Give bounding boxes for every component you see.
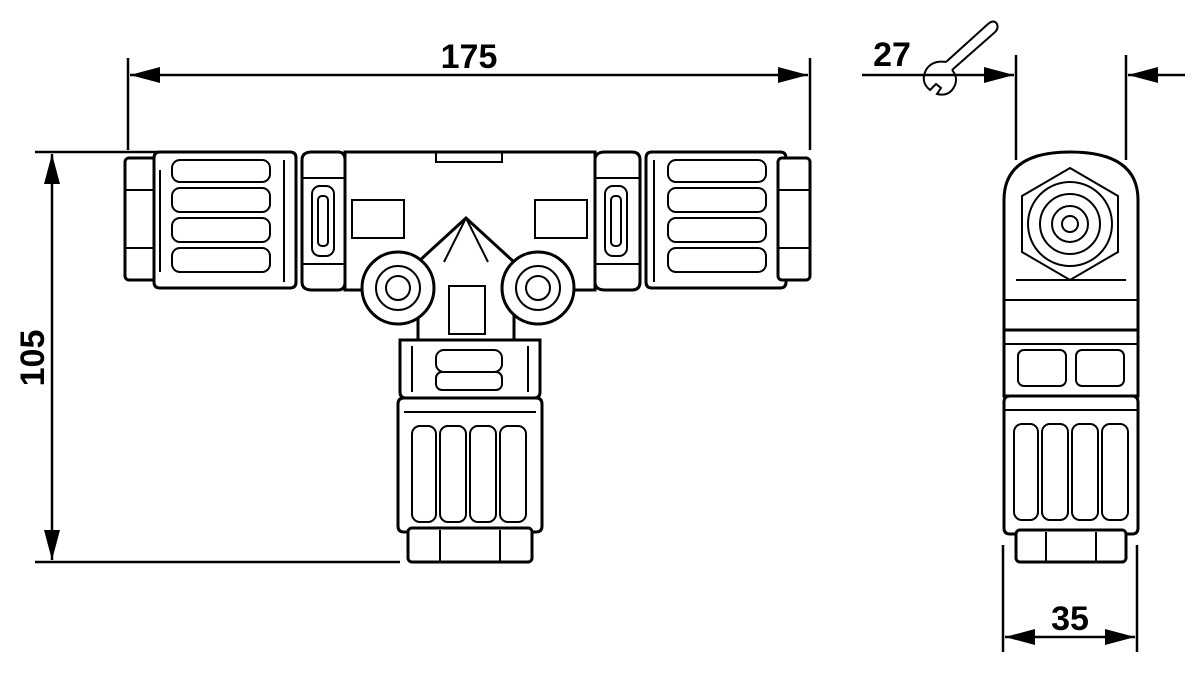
arrow-top [44, 154, 60, 184]
arrow-wrench-left [984, 67, 1014, 83]
dimension-wrench: 27 [862, 20, 1185, 160]
dimension-depth: 35 [1001, 545, 1139, 652]
center-window [448, 285, 486, 335]
central-housing [343, 150, 597, 342]
arrow-left [130, 67, 160, 83]
screw-boss-right [500, 250, 576, 326]
arrow-bottom [44, 530, 60, 560]
connector-side-view [1002, 150, 1140, 564]
side-end-cap [1014, 528, 1128, 564]
t-connector-front-view [123, 150, 812, 564]
label-window-right [534, 199, 588, 239]
arrow-depth-right [1105, 629, 1135, 645]
dimension-label-width: 175 [441, 38, 498, 76]
right-knurled-nut [644, 150, 788, 290]
right-end-cap [776, 156, 812, 282]
left-knurled-nut [152, 150, 298, 290]
dimension-height: 105 [14, 150, 400, 564]
socket-center [1051, 205, 1089, 243]
dimension-label-depth: 35 [1051, 600, 1089, 638]
wrench-icon [922, 20, 999, 96]
dimension-label-height: 105 [14, 330, 52, 387]
arrow-right [778, 67, 808, 83]
right-coupling [593, 150, 642, 292]
top-tab [435, 151, 503, 163]
arrow-wrench-right [1128, 67, 1158, 83]
bottom-coupling [398, 338, 542, 400]
bottom-end-cap [406, 526, 534, 564]
dimension-width: 175 [126, 38, 812, 150]
screw-boss-left [360, 250, 436, 326]
arrow-depth-left [1005, 629, 1035, 645]
dimension-label-wrench: 27 [873, 36, 911, 74]
label-window-left [351, 199, 405, 239]
left-coupling [300, 150, 347, 292]
side-coupling [1002, 328, 1140, 398]
bottom-knurled-nut [396, 396, 544, 534]
